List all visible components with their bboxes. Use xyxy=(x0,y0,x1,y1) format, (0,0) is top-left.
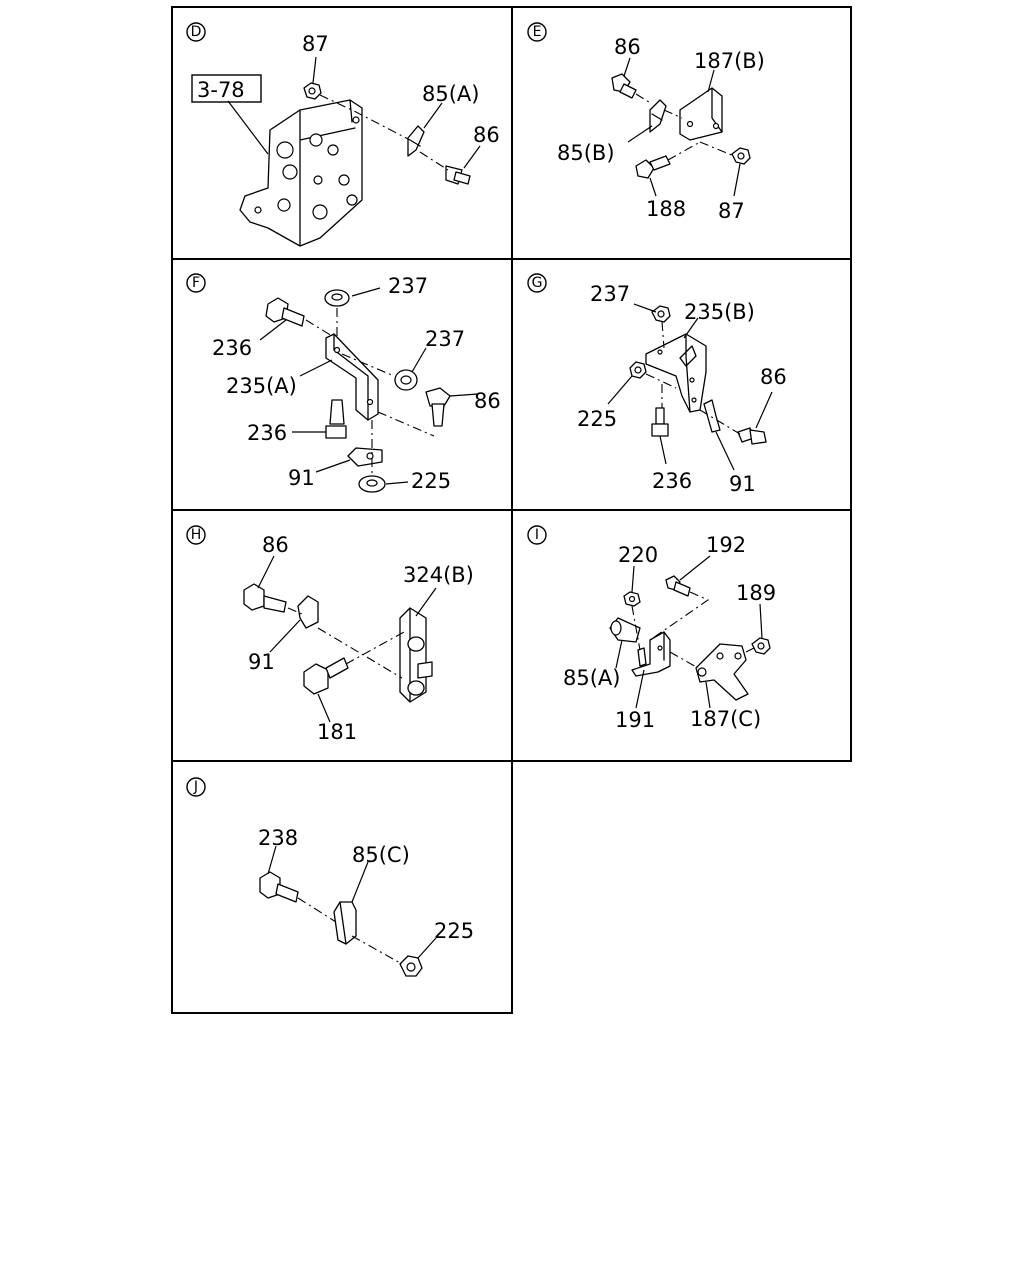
panel-i-label-1: 192 xyxy=(706,533,746,557)
panel-j-label-1: 85(C) xyxy=(352,843,410,867)
panel-f-label-1: 236 xyxy=(212,336,252,360)
panel-f-label-3: 235(A) xyxy=(226,374,297,398)
panel-d-ref-box: 3-78 xyxy=(197,78,245,102)
panel-j-clamp-85c xyxy=(333,901,357,945)
panel-g-nut-225 xyxy=(629,361,647,379)
panel-e-bolt-86 xyxy=(611,73,637,99)
panel-f-nut-237-top xyxy=(324,289,350,307)
panel-g-label-4: 236 xyxy=(652,469,692,493)
panel-h-tag: H xyxy=(191,527,202,543)
panel-f: F xyxy=(186,273,501,493)
panel-g-label-0: 237 xyxy=(590,282,630,306)
panel-i-nut-220 xyxy=(623,591,641,607)
panel-d-bracket xyxy=(239,99,363,247)
panel-f-bolt-86 xyxy=(425,387,451,427)
panel-d-label-2: 86 xyxy=(473,123,500,147)
panel-i-nut-189 xyxy=(751,637,771,655)
diagram-frame xyxy=(171,6,852,1014)
panel-i-label-0: 220 xyxy=(618,543,658,567)
panel-g-clip-91 xyxy=(703,399,721,433)
panel-f-label-4: 86 xyxy=(474,389,501,413)
panel-d-nut-87 xyxy=(303,82,322,100)
panel-f-label-5: 236 xyxy=(247,421,287,445)
panel-j-bolt-238 xyxy=(259,871,299,903)
panel-e: E xyxy=(527,22,765,223)
panel-i-label-3: 85(A) xyxy=(563,666,620,690)
panel-g-label-2: 86 xyxy=(760,365,787,389)
panel-i: I xyxy=(527,525,776,732)
panel-d-tag: D xyxy=(191,24,202,40)
panel-d-label-1: 85(A) xyxy=(422,82,479,106)
panel-i-label-5: 187(C) xyxy=(690,707,761,731)
panel-f-label-6: 91 xyxy=(288,466,315,490)
panel-f-label-7: 225 xyxy=(411,469,451,493)
panel-e-label-4: 87 xyxy=(718,199,745,223)
panel-g-label-3: 225 xyxy=(577,407,617,431)
panel-i-label-2: 189 xyxy=(736,581,776,605)
panel-i-label-4: 191 xyxy=(615,708,655,732)
panel-d-label-0: 87 xyxy=(302,32,329,56)
panel-f-bracket-235a xyxy=(325,333,379,421)
panel-h-bolt-86 xyxy=(243,583,287,613)
panel-d-clamp-85a xyxy=(407,125,425,157)
panel-e-label-2: 85(B) xyxy=(557,141,615,165)
panel-f-label-0: 237 xyxy=(388,274,428,298)
panel-e-bolt-188 xyxy=(635,155,671,179)
panel-h-bolt-181 xyxy=(303,657,349,695)
panel-i-bracket-191 xyxy=(631,631,671,677)
panel-e-label-1: 187(B) xyxy=(694,49,765,73)
panel-e-clamp-85b xyxy=(649,99,667,133)
panel-g-bolt-86 xyxy=(737,427,767,445)
panel-e-bracket-187b xyxy=(679,87,723,141)
panel-g-label-1: 235(B) xyxy=(684,300,755,324)
panel-h-label-0: 86 xyxy=(262,533,289,557)
panel-h-label-2: 91 xyxy=(248,650,275,674)
panel-i-bracket-187c xyxy=(695,643,749,701)
panel-f-bolt-236-lower xyxy=(325,399,347,439)
panel-f-clip-91 xyxy=(347,447,383,467)
panel-f-tag: F xyxy=(192,275,200,291)
panel-j-nut-225 xyxy=(399,955,423,977)
panel-f-label-2: 237 xyxy=(425,327,465,351)
panel-f-bolt-236-upper xyxy=(265,297,305,327)
panel-h-bracket-324b xyxy=(399,607,433,703)
panel-d-bolt-86 xyxy=(445,165,471,185)
panel-i-clamp-85a xyxy=(609,617,641,643)
panel-h-label-1: 324(B) xyxy=(403,563,474,587)
panel-h-label-3: 181 xyxy=(317,720,357,744)
panel-j-tag: J xyxy=(193,779,198,795)
panel-h: H 86 324(B) 91 1 xyxy=(186,525,474,744)
panel-g-tag: G xyxy=(532,275,543,291)
panel-i-bolt-192 xyxy=(665,575,691,597)
panel-d: D 3-78 xyxy=(186,22,500,247)
panel-g-bolt-236 xyxy=(651,407,669,437)
panel-j: J 238 85(C) 225 xyxy=(186,777,474,977)
panel-e-nut-87 xyxy=(731,147,751,165)
panel-f-nut-225 xyxy=(358,475,386,493)
panel-h-clip-91 xyxy=(297,595,319,629)
panel-j-label-0: 238 xyxy=(258,826,298,850)
panel-i-tag: I xyxy=(535,527,539,543)
panel-g-bracket-235b xyxy=(645,333,707,413)
panel-e-tag: E xyxy=(533,24,542,40)
panel-e-label-3: 188 xyxy=(646,197,686,221)
panel-g-nut-237 xyxy=(651,305,671,323)
panel-j-label-2: 225 xyxy=(434,919,474,943)
panel-g: G xyxy=(527,273,787,496)
panel-f-nut-237-right xyxy=(394,369,418,391)
panel-g-label-5: 91 xyxy=(729,472,756,496)
panel-e-label-0: 86 xyxy=(614,35,641,59)
